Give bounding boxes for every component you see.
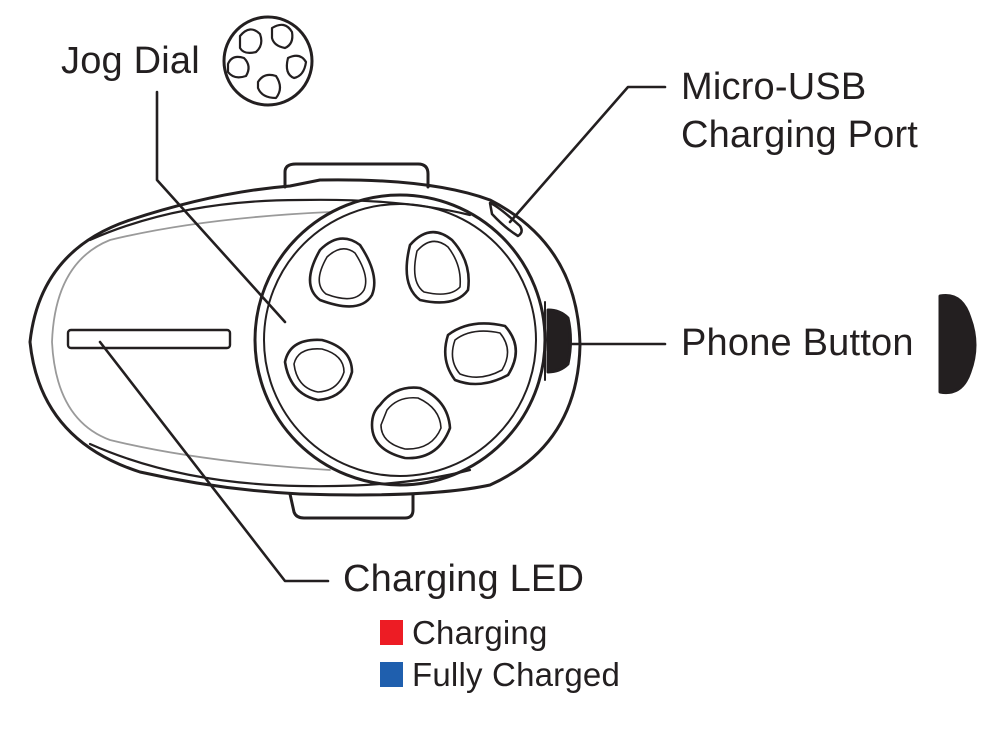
legend-label-charging: Charging: [412, 614, 548, 651]
label-usb-line1: Micro-USB: [681, 66, 867, 108]
label-usb-line2: Charging Port: [681, 114, 919, 156]
top-tab: [283, 162, 430, 189]
body-bevel-lower: [88, 442, 472, 488]
jog-dial-icon: [222, 15, 314, 107]
petal-top-left: [308, 237, 376, 308]
petal-inset-top-left: [318, 248, 367, 300]
petal-left: [283, 338, 354, 402]
legend-label-fully-charged: Fully Charged: [412, 656, 621, 693]
bottom-tab: [288, 492, 415, 520]
jog-dial-outer-ring: [253, 193, 547, 487]
body-bevel-upper: [88, 198, 472, 242]
petal-top-right: [405, 230, 470, 304]
leader-usb-port: [508, 85, 667, 224]
charging-led-slot: [66, 328, 232, 350]
jog-dial-petal-insets: [293, 240, 509, 450]
leader-charging-led: [98, 340, 330, 583]
body-inner-outline: [51, 211, 331, 471]
leader-jog-dial: [155, 90, 287, 324]
petal-bottom: [370, 386, 452, 460]
device-body: [28, 178, 582, 497]
jog-dial-inner-ring: [263, 203, 537, 477]
petal-inset-right: [451, 330, 509, 378]
legend-swatch-fully-charged: [380, 662, 403, 687]
label-jog-dial: Jog Dial: [61, 40, 200, 82]
petal-inset-left: [293, 347, 345, 393]
label-phone-button: Phone Button: [681, 322, 914, 364]
label-charging-led: Charging LED: [343, 558, 585, 600]
phone-button-on-device: [546, 308, 572, 374]
usb-port: [488, 201, 523, 238]
jog-dial-petals: [283, 230, 518, 460]
petal-right: [443, 322, 518, 386]
legend-swatch-charging: [380, 620, 403, 645]
petal-inset-top-right: [413, 240, 462, 295]
petal-inset-bottom: [380, 396, 442, 450]
phone-button-icon: [938, 293, 977, 395]
